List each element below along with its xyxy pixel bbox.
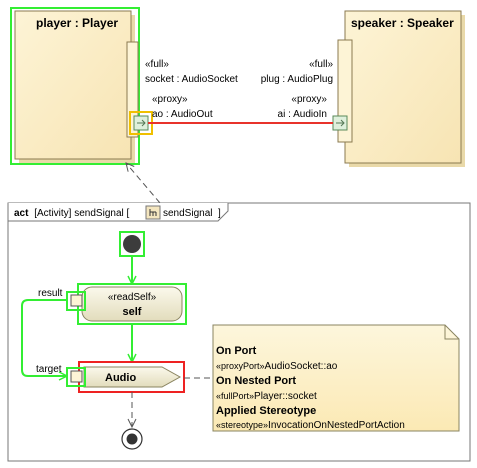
activity-header-close: ] [218,208,221,219]
plug-stereotype: «full» [309,59,333,70]
note-nested-line: «fullPort»Player::socket [216,391,317,402]
note-nested-heading: On Nested Port [216,375,296,387]
activity-behavior-name: sendSignal [163,208,212,219]
note-applied-stereotype: «stereotype» [216,420,268,430]
socket-stereotype: «full» [145,59,169,70]
activity-header-rest: [Activity] sendSignal [ [34,208,129,219]
readself-stereotype: «readSelf» [108,292,157,303]
player-part[interactable]: player : Player [10,7,140,165]
note-nested-stereotype: «fullPort» [216,391,254,401]
ao-label: ao : AudioOut [152,109,213,120]
result-pin-label: result [38,288,63,299]
note-applied-line: «stereotype»InvocationOnNestedPortAction [216,420,405,431]
activity-frame[interactable]: act [Activity] sendSignal [ sendSignal ] [7,202,471,462]
note-applied-heading: Applied Stereotype [216,405,316,417]
target-pin[interactable] [70,370,83,383]
result-pin[interactable] [70,294,83,307]
player-selection-outline [10,7,140,165]
speaker-title: speaker : Speaker [351,16,454,30]
player-part-body[interactable] [14,10,132,160]
note-on-port-heading: On Port [216,345,257,357]
speaker-part-body[interactable] [344,10,462,164]
note-on-port-value: AudioSocket::ao [265,361,338,372]
ai-port-arrow-icon [336,119,345,127]
ai-stereotype: «proxy» [291,94,327,105]
ai-label: ai : AudioIn [278,109,327,120]
speaker-part[interactable]: speaker : Speaker [344,10,465,167]
behavior-dependency[interactable] [126,163,161,204]
note-on-port-stereotype: «proxyPort» [216,361,265,371]
object-flow-result-to-target[interactable] [21,299,67,376]
activity-final-node-center [126,433,138,445]
socket-label: socket : AudioSocket [145,74,238,85]
activity-keyword: act [14,208,29,219]
initial-node[interactable] [123,235,141,253]
note-applied-value: InvocationOnNestedPortAction [268,420,405,431]
player-title: player : Player [36,16,118,30]
note-fold [444,325,459,340]
activity-frame-tab [7,203,229,222]
note-box[interactable] [212,324,460,432]
note-on-port-line: «proxyPort»AudioSocket::ao [216,361,338,372]
send-action-name: Audio [105,372,136,384]
activity-rake-icon [145,205,161,220]
activity-header: act [Activity] sendSignal [ [14,208,130,219]
readself-name: self [123,306,142,318]
plug-label: plug : AudioPlug [261,74,333,85]
ao-port-arrow-icon [137,119,146,127]
ao-stereotype: «proxy» [152,94,188,105]
target-pin-label: target [36,364,62,375]
socket-port[interactable] [126,41,139,138]
activity-frame-border [7,202,471,462]
target-pin-selection [66,367,86,387]
note-nested-value: Player::socket [254,391,317,402]
